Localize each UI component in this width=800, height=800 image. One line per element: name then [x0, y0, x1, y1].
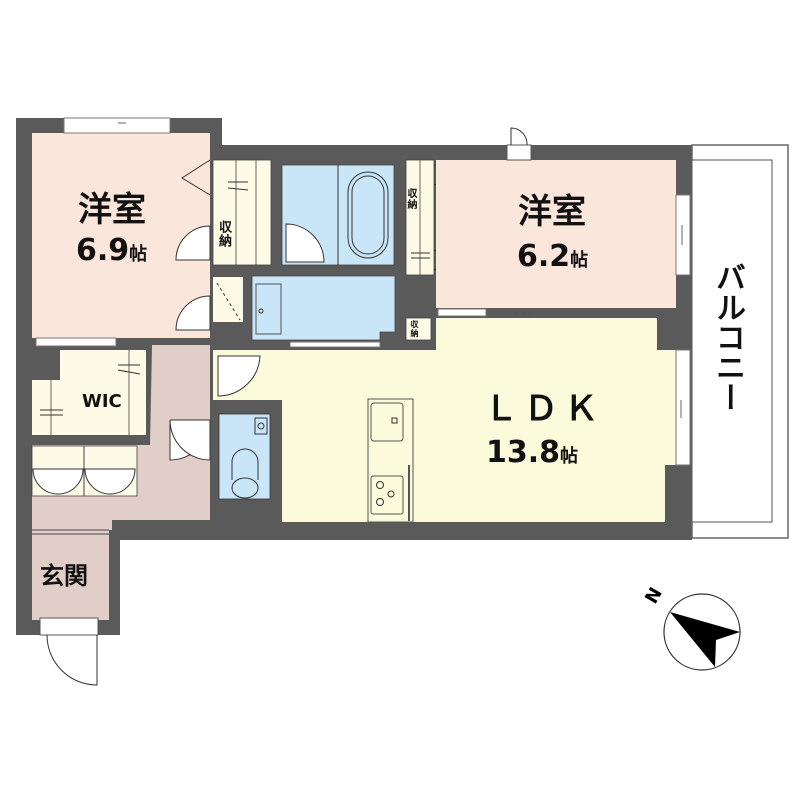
western-room-2-name: 洋室	[518, 192, 586, 232]
western-room-1-name: 洋室	[78, 190, 146, 230]
storage-label-2: 収納	[405, 188, 416, 210]
balcony	[691, 144, 789, 539]
size-value: 6.9	[76, 233, 130, 268]
washroom	[251, 275, 396, 341]
storage-label-1: 収納	[216, 220, 231, 248]
walk-in-closet	[32, 350, 146, 435]
entrance	[32, 530, 109, 620]
size-value: 13.8	[486, 435, 561, 470]
ldk-name: ＬＤＫ	[484, 389, 604, 429]
ldk-room	[213, 318, 676, 522]
toilet-room	[218, 413, 271, 500]
balcony-label: バルコニー	[710, 262, 745, 412]
western-room-1	[32, 133, 210, 338]
size-value: 6.2	[517, 239, 571, 274]
size-unit: 帖	[570, 250, 589, 271]
entrance-label: 玄関	[40, 562, 88, 590]
western-room-2	[436, 160, 676, 308]
kitchen-counter	[367, 398, 414, 523]
size-unit: 帖	[560, 446, 579, 467]
svg-text:N: N	[641, 584, 667, 608]
storage-1	[212, 159, 272, 266]
western-room-1-size: 6.9帖	[76, 236, 147, 266]
size-unit: 帖	[129, 244, 148, 265]
wic-label: WIC	[82, 391, 122, 412]
ldk-size: 13.8帖	[486, 438, 578, 468]
north-arrow-icon: N	[641, 584, 741, 671]
storage-label-3: 収納	[410, 320, 419, 338]
storage-3	[405, 317, 432, 341]
western-room-2-size: 6.2帖	[517, 242, 588, 272]
